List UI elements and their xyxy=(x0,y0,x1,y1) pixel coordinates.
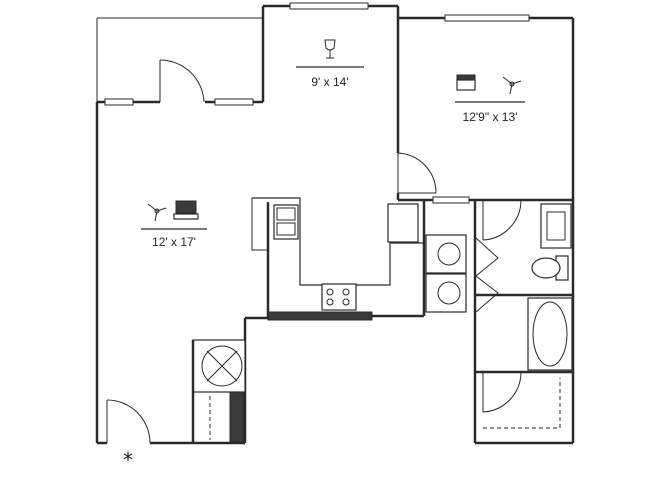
bed-icon xyxy=(456,74,476,91)
exterior-walls xyxy=(95,4,575,445)
refrigerator xyxy=(387,203,419,243)
ceiling-fan-icon xyxy=(147,203,167,222)
doors xyxy=(106,59,522,444)
windows xyxy=(104,2,530,204)
living-room-label: 12' x 17' xyxy=(141,200,207,249)
wine-glass-icon xyxy=(324,39,336,59)
tv-icon xyxy=(173,200,199,220)
dining-dimensions: 9' x 14' xyxy=(311,75,348,89)
living-dimensions: 12' x 17' xyxy=(152,235,196,249)
bedroom-label: 12'9" x 13' xyxy=(455,74,525,124)
ceiling-fan-icon xyxy=(502,76,522,95)
bedroom-dimensions: 12'9" x 13' xyxy=(463,110,518,124)
toilet xyxy=(531,257,561,279)
kitchen xyxy=(251,197,424,321)
utility-closet xyxy=(191,339,246,443)
dining-room-label: 9' x 14' xyxy=(296,39,364,89)
kitchen-sink xyxy=(273,204,299,240)
bathtub xyxy=(527,297,573,371)
bath-sink xyxy=(540,203,572,249)
patio-outline xyxy=(96,17,263,102)
asterisk-marker: * xyxy=(123,448,133,472)
washer-dryer xyxy=(425,234,467,313)
bathroom xyxy=(483,203,573,429)
stove xyxy=(321,283,357,311)
